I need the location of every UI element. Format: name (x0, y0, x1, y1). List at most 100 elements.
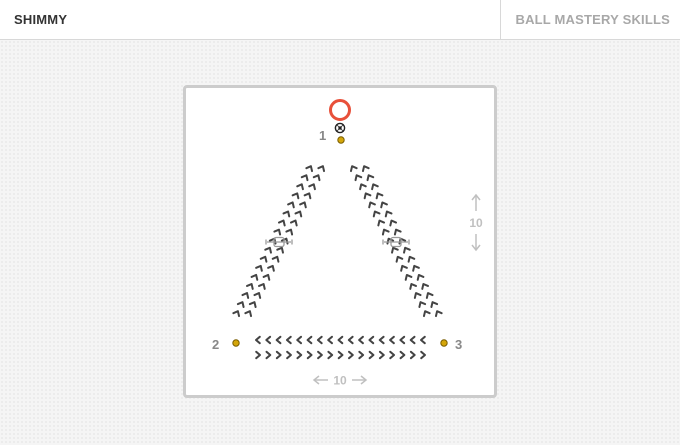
header-bar: SHIMMY BALL MASTERY SKILLS (0, 0, 680, 40)
left-path-chevron (308, 183, 316, 191)
left-path-chevron (299, 201, 307, 209)
bottom-path-chevron-right (306, 350, 313, 360)
vertical-dimension-label: 10 (469, 216, 483, 230)
bottom-path-chevron-left (337, 335, 344, 345)
bottom-path-chevron-left (265, 335, 272, 345)
vertical-dimension-arrow-icon (471, 193, 481, 252)
bottom-path-chevron-right (378, 350, 385, 360)
bottom-path-chevron-right (296, 350, 303, 360)
bottom-path-chevron-left (399, 335, 406, 345)
dribble-paths (232, 165, 443, 360)
bottom-path-chevron-right (399, 350, 406, 360)
bottom-path-chevron-right (389, 350, 396, 360)
right-path-chevron (375, 192, 384, 200)
bottom-path-chevron-left (409, 335, 416, 345)
right-path-chevron (371, 183, 379, 191)
left-path-chevron (287, 201, 295, 209)
left-path-chevron (296, 183, 304, 191)
cone-1-label: 1 (319, 128, 326, 143)
bottom-path-chevron-right (409, 350, 416, 360)
bottom-path-chevron-right (348, 350, 354, 360)
bottom-path-chevron-left (347, 335, 354, 345)
right-path-chevron (354, 174, 363, 182)
right-path-chevron (393, 228, 402, 236)
right-path-chevron (389, 219, 398, 227)
bottom-path-chevron-left (420, 335, 426, 345)
right-path-chevron (368, 201, 376, 209)
bottom-path-chevron-right (327, 350, 334, 360)
bottom-path-chevron-left (285, 335, 292, 345)
bottom-path-chevron-right (286, 350, 292, 360)
bottom-path-chevron-right (317, 350, 323, 360)
bottom-path-chevron-right (337, 350, 344, 360)
right-path-chevron (404, 273, 413, 281)
cone-1 (337, 136, 345, 144)
left-path-chevron (282, 210, 291, 218)
left-path-chevron (232, 310, 241, 318)
bottom-path-chevron-left (275, 335, 282, 345)
right-path-chevron (434, 310, 443, 318)
right-path-chevron (384, 210, 393, 218)
right-path-chevron (418, 301, 427, 308)
left-path-chevron (241, 292, 250, 299)
right-path-chevron (395, 255, 404, 263)
category-label: BALL MASTERY SKILLS (515, 12, 670, 27)
soccer-ball-icon (334, 122, 346, 134)
right-path-chevron (430, 301, 439, 308)
bottom-path-chevron-left (368, 335, 375, 345)
player-icon (329, 99, 351, 121)
right-path-chevron (416, 273, 425, 281)
left-path-chevron (300, 174, 309, 182)
left-path-chevron (264, 246, 272, 254)
left-path-chevron (276, 246, 284, 254)
left-path-chevron (303, 192, 312, 200)
right-path-chevron (377, 219, 386, 227)
left-path-chevron (258, 283, 266, 290)
right-path-chevron (380, 201, 388, 209)
left-path-chevron (312, 174, 321, 182)
right-path-chevron (409, 283, 417, 290)
left-path-chevron (294, 210, 303, 218)
right-path-chevron (359, 183, 367, 191)
left-path-chevron (236, 301, 245, 308)
cone-3 (440, 339, 448, 347)
header-divider (500, 0, 501, 40)
left-path-chevron (291, 192, 300, 200)
right-path-chevron (372, 210, 381, 218)
page-title: SHIMMY (14, 12, 68, 27)
left-path-chevron (259, 255, 268, 263)
bottom-path-chevron-left (316, 335, 323, 345)
bottom-path-chevron-left (306, 335, 313, 345)
right-path-chevron (391, 246, 399, 254)
right-path-chevron (403, 246, 411, 254)
right-path-chevron (349, 165, 358, 173)
left-path-chevron (289, 219, 298, 227)
left-path-chevron (248, 301, 257, 308)
left-path-chevron (273, 228, 282, 236)
bottom-path-chevron-right (275, 350, 282, 360)
left-path-chevron (244, 310, 253, 318)
left-path-chevron (305, 165, 314, 173)
bottom-path-chevron-right (420, 350, 426, 360)
left-turn-marker-icon (265, 236, 293, 248)
cone-2 (232, 339, 240, 347)
left-path-chevron (262, 273, 271, 281)
bottom-path-chevron-left (327, 335, 333, 345)
left-path-chevron (271, 255, 280, 263)
left-path-chevron (277, 219, 286, 227)
right-path-chevron (366, 174, 375, 182)
left-path-chevron (253, 292, 262, 299)
right-path-chevron (400, 264, 408, 272)
right-path-chevron (421, 283, 429, 290)
bottom-path-chevron-right (265, 350, 272, 360)
right-path-chevron (413, 292, 422, 299)
bottom-path-chevron-left (358, 335, 364, 345)
left-path-chevron (255, 264, 263, 272)
horizontal-dimension-arrow-icon (312, 375, 368, 385)
bottom-path-chevron-left (255, 335, 261, 345)
cone-2-label: 2 (212, 337, 219, 352)
left-path-chevron (267, 264, 275, 272)
right-path-chevron (412, 264, 420, 272)
bottom-path-chevron-right (358, 350, 365, 360)
